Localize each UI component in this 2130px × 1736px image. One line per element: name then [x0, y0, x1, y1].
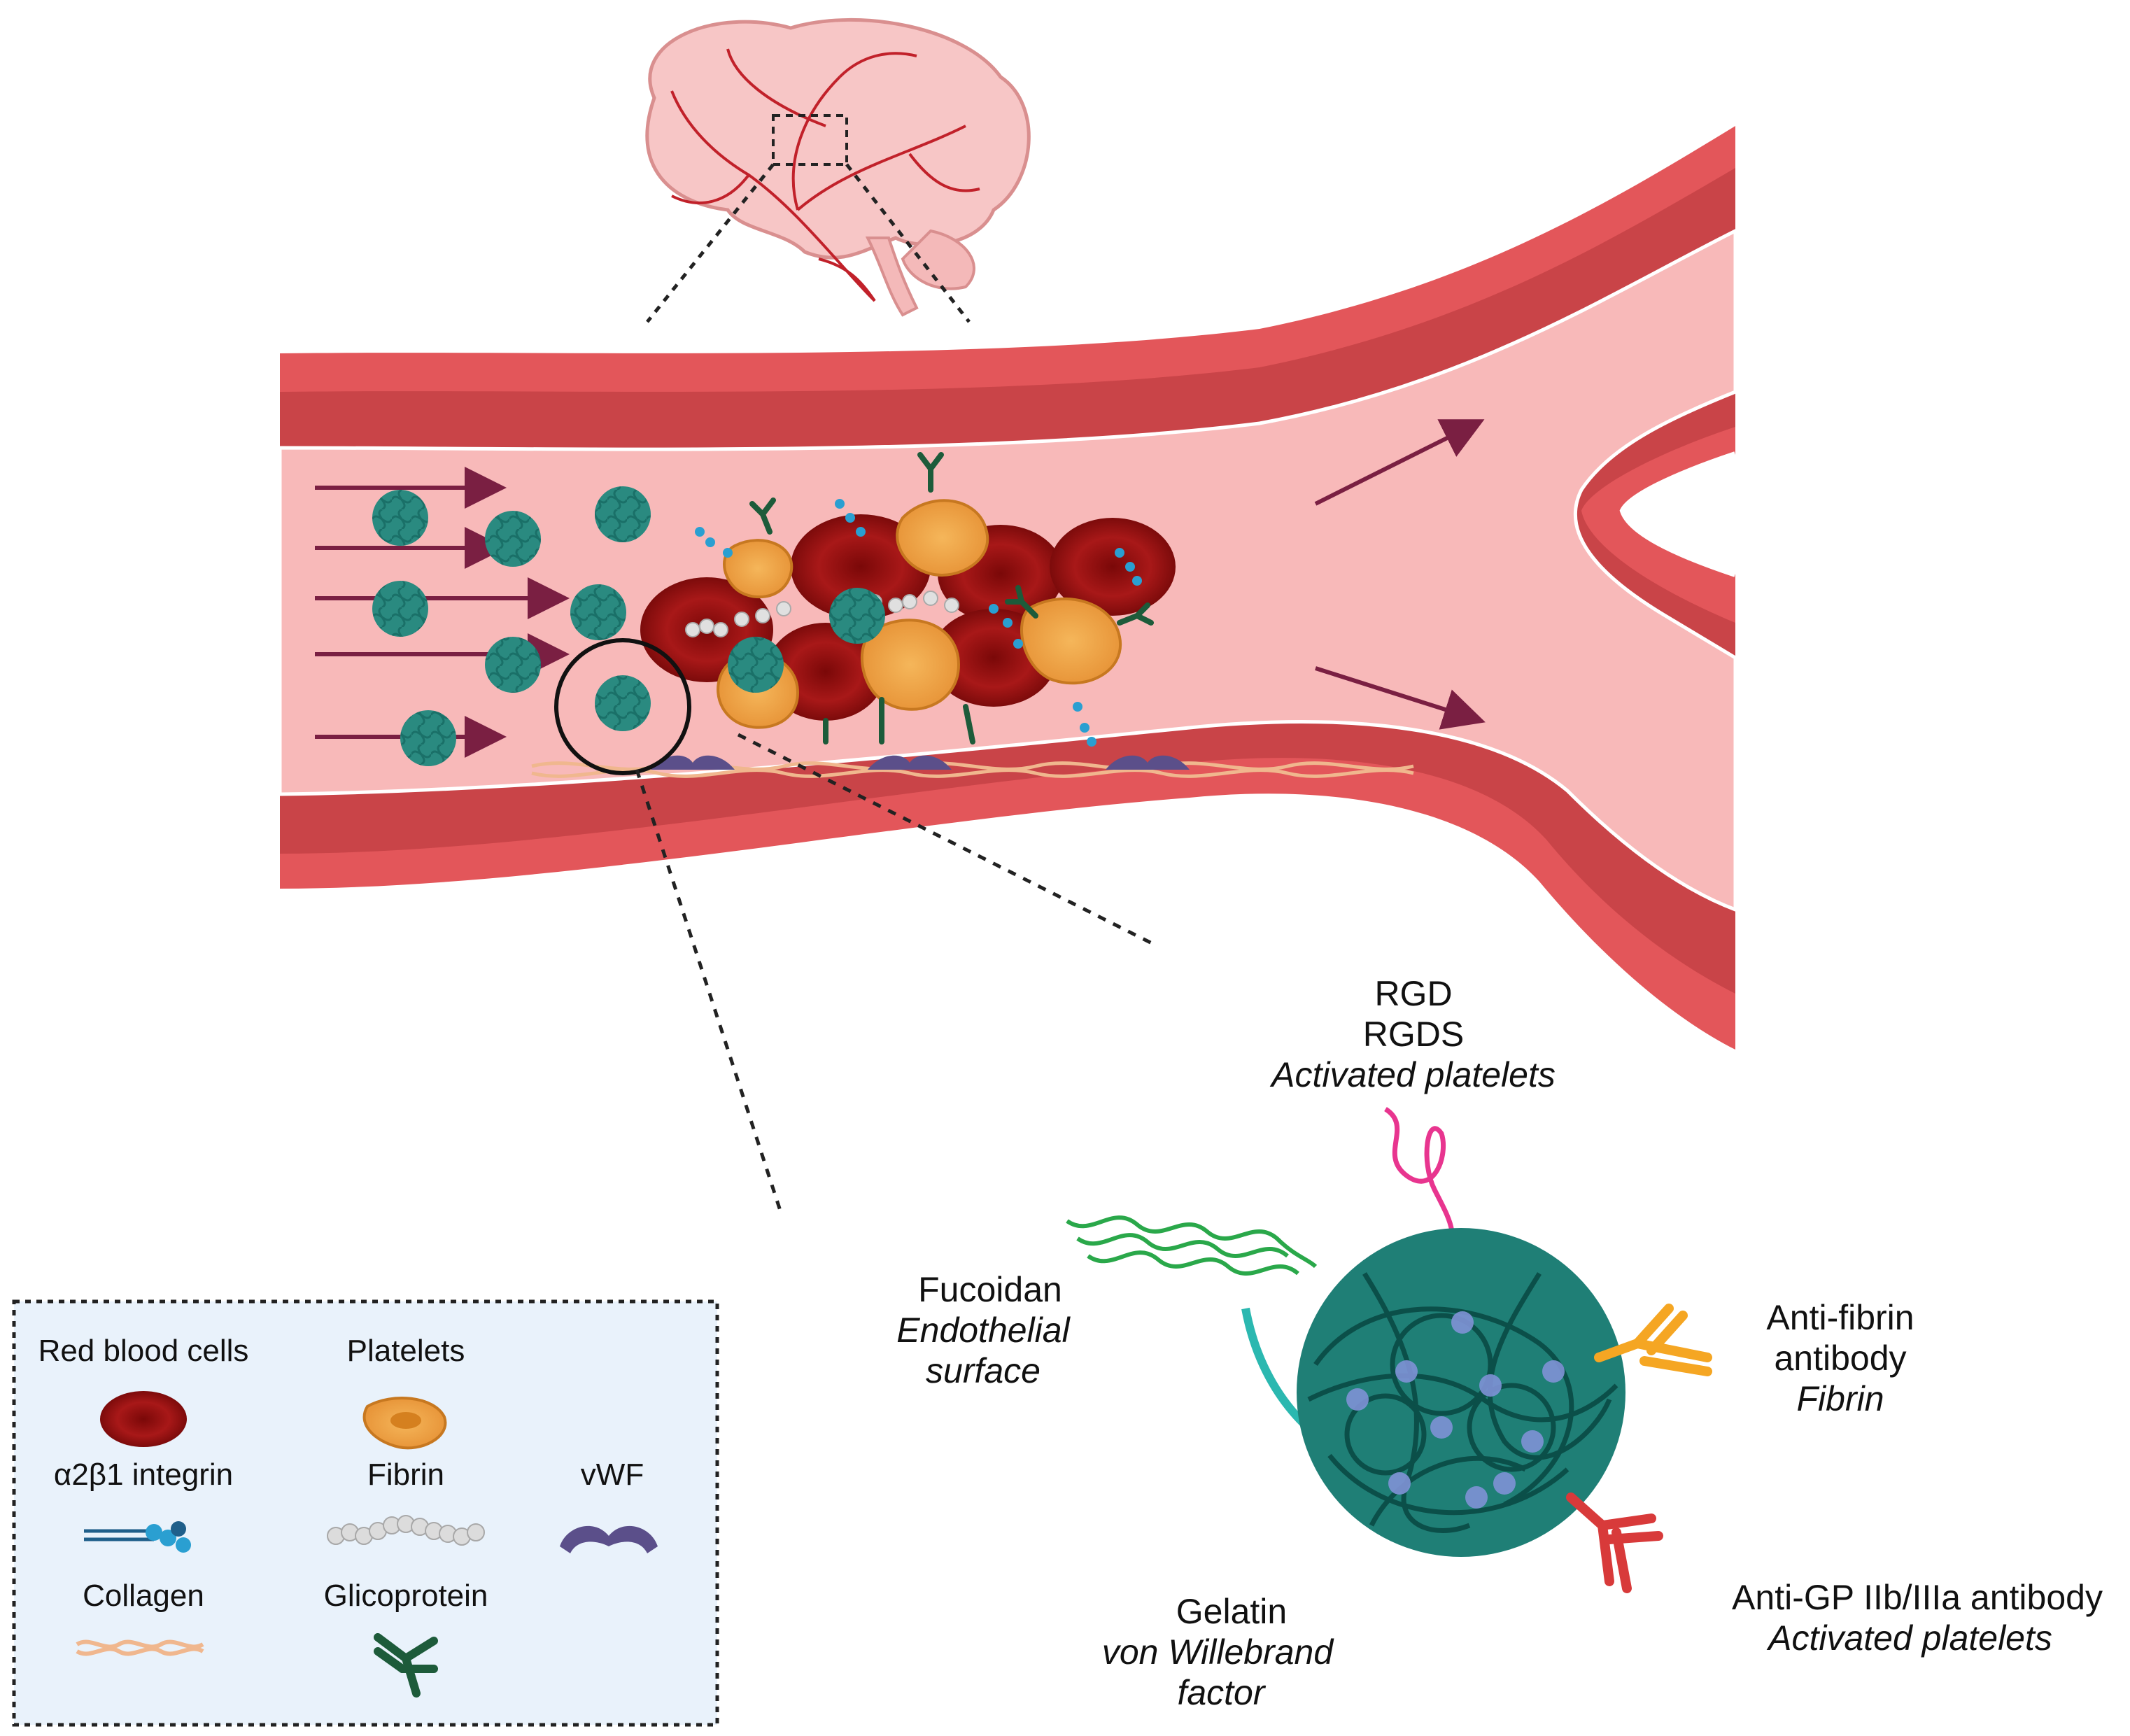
anti-fibrin-line-2: antibody	[1774, 1339, 1906, 1378]
zoom-line-right-down	[737, 733, 1156, 947]
fibrin-icon	[327, 1515, 485, 1546]
gelatin-target-2: factor	[1177, 1673, 1266, 1712]
nanoparticles-in-flow	[372, 486, 651, 766]
label-fucoidan: Fucoidan Endothelial surface	[896, 1270, 1071, 1390]
rgd-line-1: RGD	[1374, 974, 1452, 1013]
fucoidan-target-1: Endothelial	[896, 1311, 1071, 1350]
label-rgd: RGD RGDS Activated platelets	[1269, 974, 1556, 1094]
glycoprotein-icon	[374, 1633, 438, 1698]
fucoidan-target-2: surface	[926, 1351, 1041, 1390]
anti-gp-antibody	[1566, 1492, 1663, 1593]
label-anti-gp: Anti-GP IIb/IIIa antibody Activated plat…	[1732, 1578, 2103, 1658]
red-blood-cell-icon	[100, 1391, 187, 1447]
legend-label-integrin: α2β1 integrin	[54, 1458, 233, 1492]
thrombus	[640, 452, 1176, 747]
zoom-line-left	[646, 163, 775, 323]
legend-label-collagen: Collagen	[83, 1579, 204, 1613]
gelatin-name: Gelatin	[1176, 1592, 1287, 1631]
fucoidan-ligand	[1066, 1215, 1318, 1276]
legend-label-glycoprotein: Glicoprotein	[324, 1579, 488, 1613]
label-gelatin: Gelatin von Willebrand factor	[1102, 1592, 1334, 1712]
anti-fibrin-line-1: Anti-fibrin	[1766, 1298, 1914, 1337]
zoom-circle	[554, 638, 691, 775]
legend-label-platelets: Platelets	[347, 1334, 465, 1368]
brain-zoom-box	[772, 114, 848, 166]
vwf-on-endothelium	[651, 755, 1190, 770]
legend-label-rbc: Red blood cells	[38, 1334, 249, 1368]
brain-illustration	[645, 17, 1031, 317]
anti-fibrin-antibody	[1594, 1304, 1712, 1376]
zoom-line-right	[845, 163, 971, 323]
label-anti-fibrin: Anti-fibrin antibody Fibrin	[1766, 1298, 1914, 1418]
nanoparticle-detail	[1066, 1107, 1712, 1593]
integrin-icon	[84, 1521, 191, 1553]
rgd-line-2: RGDS	[1363, 1015, 1464, 1054]
fucoidan-name: Fucoidan	[918, 1270, 1062, 1309]
vwf-icon	[560, 1525, 658, 1553]
rgd-target: Activated platelets	[1269, 1055, 1556, 1094]
brain-vessels	[670, 48, 980, 302]
zoom-line-down	[635, 769, 782, 1211]
gelatin-target-1: von Willebrand	[1102, 1632, 1334, 1672]
anti-gp-name: Anti-GP IIb/IIIa antibody	[1732, 1578, 2103, 1617]
legend-box: Red blood cells Platelets α2β1 integrin …	[12, 1299, 719, 1727]
collagen-icon	[76, 1639, 204, 1656]
legend-label-vwf: vWF	[581, 1458, 644, 1492]
anti-fibrin-target: Fibrin	[1796, 1379, 1884, 1418]
platelet-nucleus	[390, 1412, 421, 1429]
legend-label-fibrin: Fibrin	[367, 1458, 444, 1492]
anti-gp-target: Activated platelets	[1766, 1618, 2052, 1658]
